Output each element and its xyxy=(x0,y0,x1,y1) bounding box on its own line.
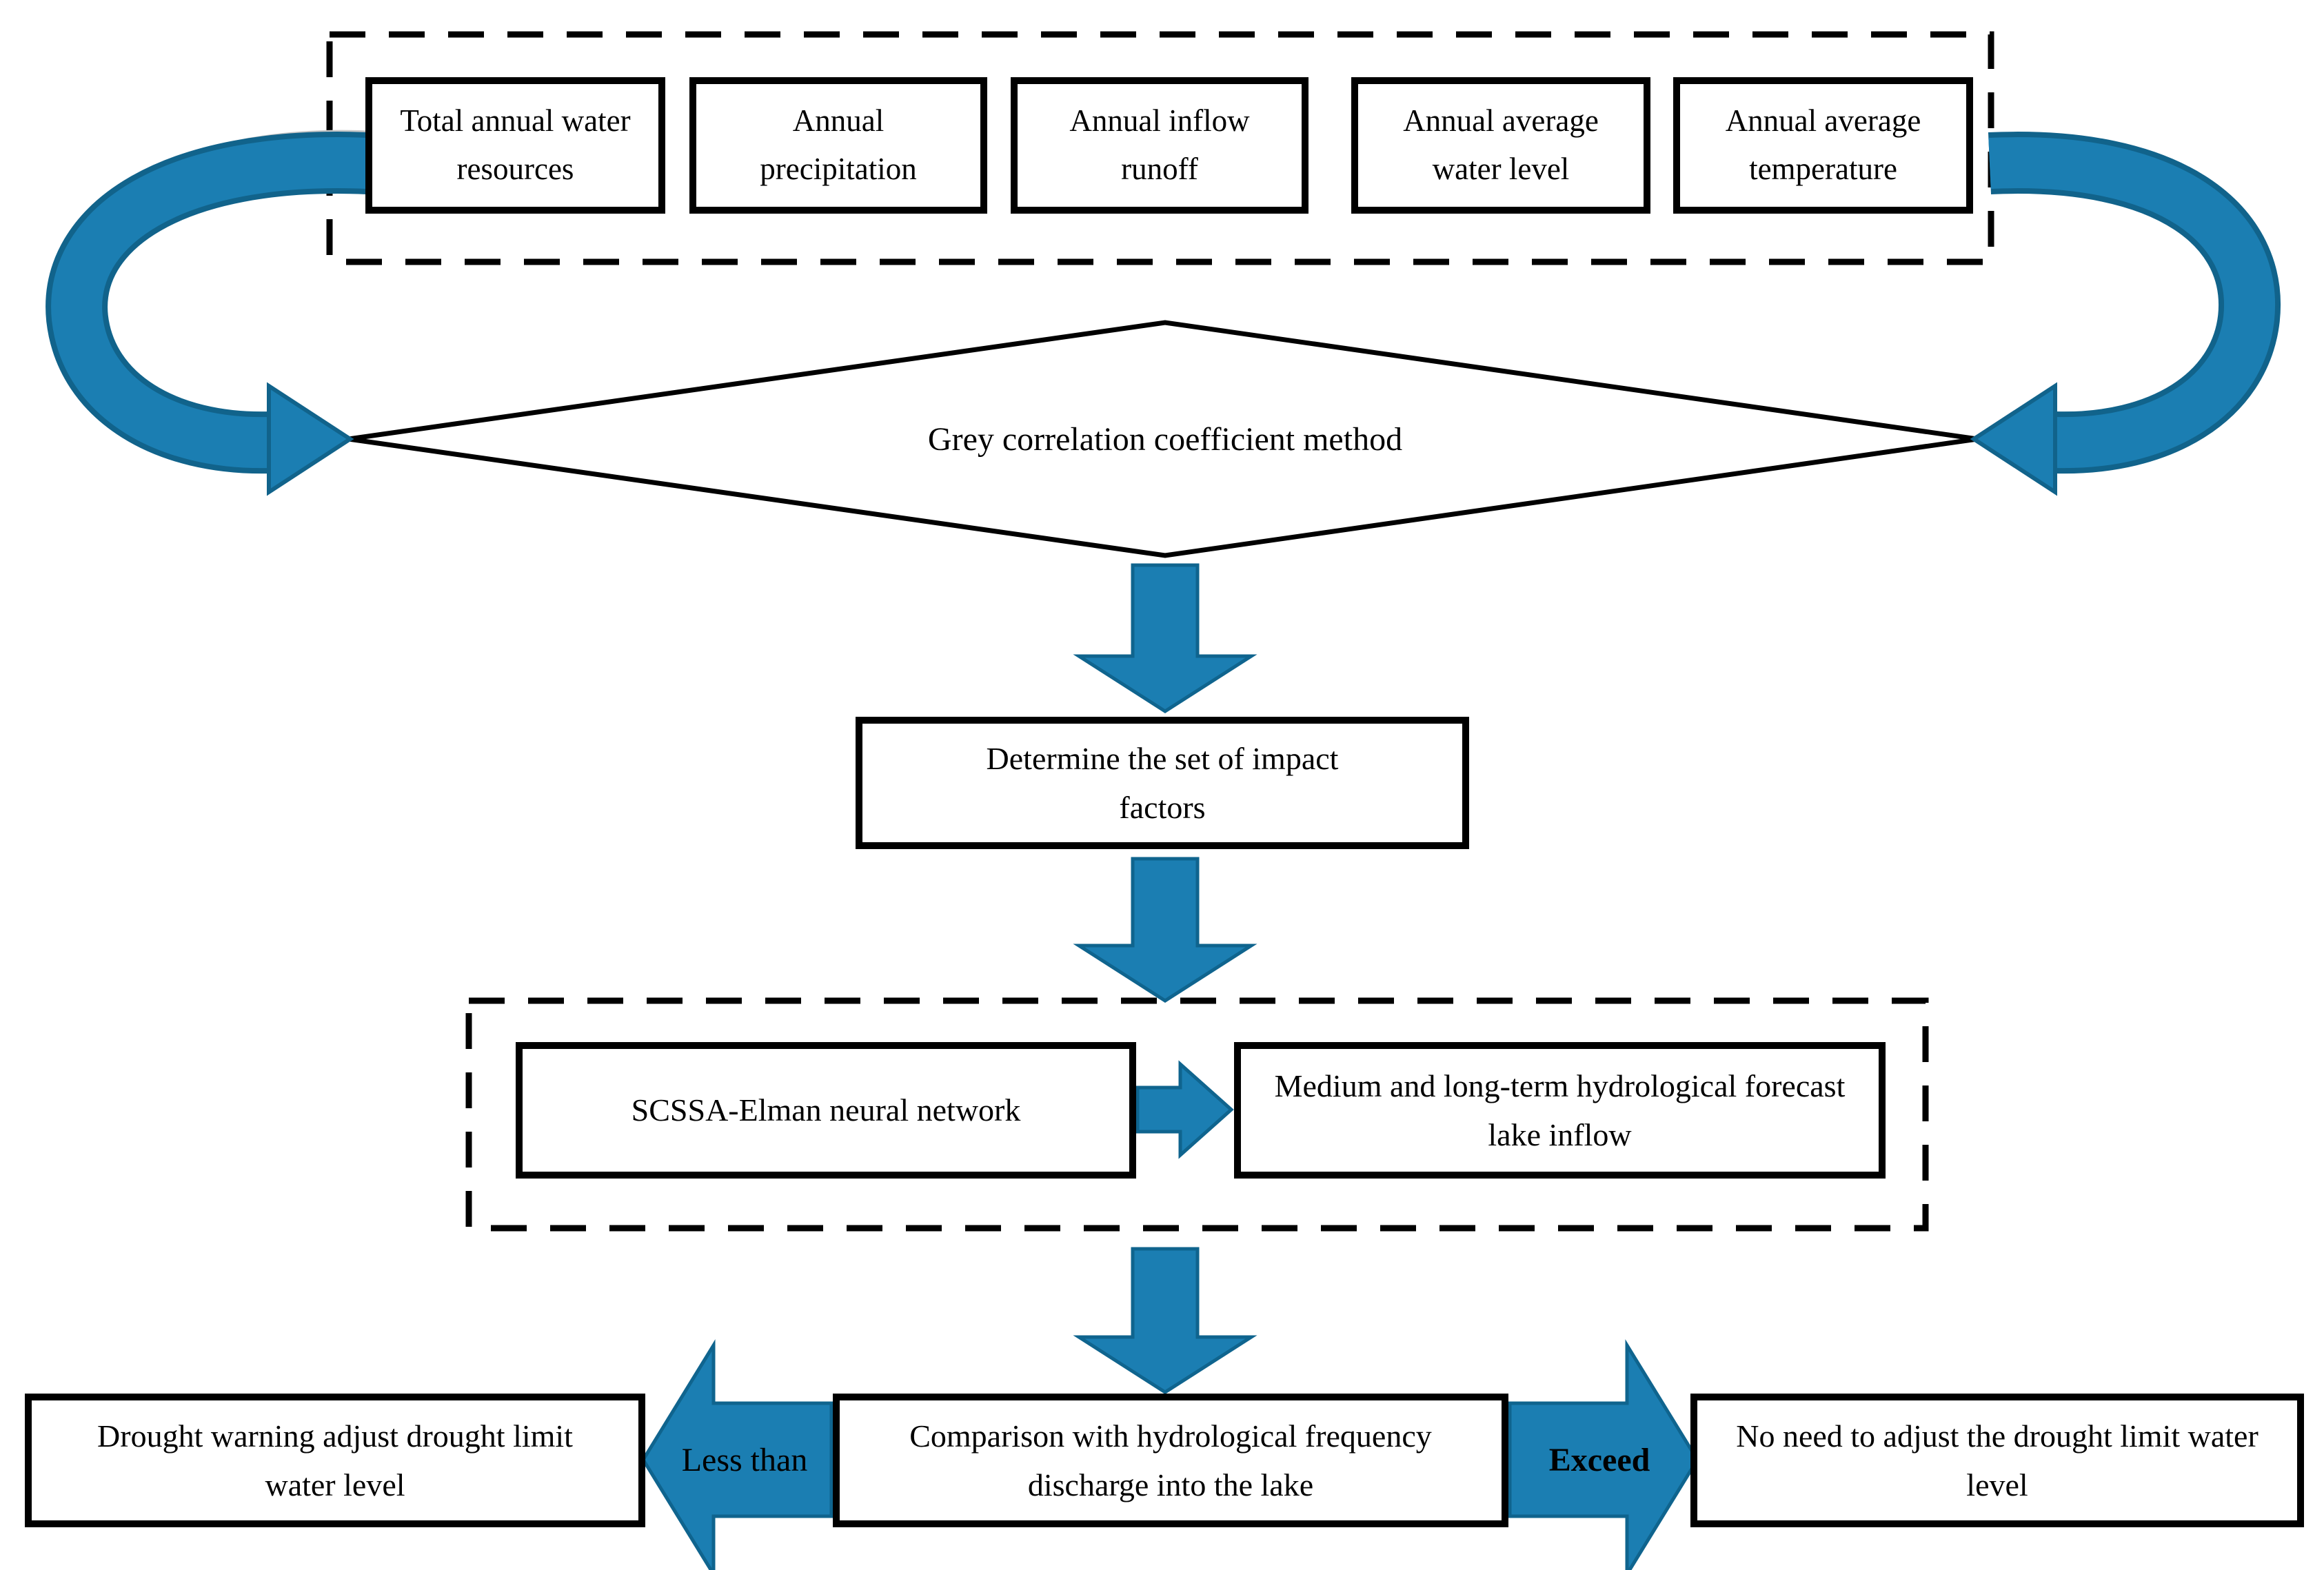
scssa-elman-model-box: SCSSA-Elman neural network xyxy=(516,1042,1136,1179)
hydrological-forecast-box: Medium and long-term hydrological foreca… xyxy=(1234,1042,1886,1179)
right-curve-arrow-band xyxy=(1988,137,2276,469)
factor-box-total-annual-water-resources: Total annual water resources xyxy=(365,77,665,214)
factor-label: Annual average water level xyxy=(1403,103,1599,186)
down-arrow-3 xyxy=(1073,1247,1257,1394)
comparison-box: Comparison with hydrological frequency d… xyxy=(833,1394,1508,1527)
determine-impact-factors-box: Determine the set of impact factors xyxy=(856,717,1469,849)
drought-warning-result-box: Drought warning adjust drought limit wat… xyxy=(25,1394,645,1527)
factor-box-annual-precipitation: Annual precipitation xyxy=(689,77,987,214)
model-to-forecast-arrow xyxy=(1135,1060,1234,1159)
less-than-branch-arrow xyxy=(641,1339,833,1570)
method-diamond-label: Grey correlation coefficient method xyxy=(927,420,1403,458)
factor-label: Annual average temperature xyxy=(1725,103,1921,186)
model-dashed-container xyxy=(465,997,1929,1232)
right-curve-arrow xyxy=(1970,132,2281,496)
factor-box-annual-inflow-runoff: Annual inflow runoff xyxy=(1011,77,1308,214)
factors-dashed-container xyxy=(326,31,1994,265)
exceed-branch-arrow xyxy=(1508,1339,1699,1570)
right-curve-arrowhead xyxy=(1970,382,2057,496)
left-curve-arrow-band xyxy=(51,137,369,469)
factor-box-annual-average-water-level: Annual average water level xyxy=(1351,77,1650,214)
factor-box-annual-average-temperature: Annual average temperature xyxy=(1673,77,1973,214)
down-arrow-1 xyxy=(1073,563,1257,713)
factor-label: Total annual water resources xyxy=(400,103,631,186)
down-arrow-2 xyxy=(1073,857,1257,1003)
exceed-branch-label: Exceed xyxy=(1548,1441,1650,1478)
less-than-branch-label: Less than xyxy=(681,1441,808,1478)
factor-label: Annual precipitation xyxy=(760,103,917,186)
no-adjustment-result-box: No need to adjust the drought limit wate… xyxy=(1690,1394,2304,1527)
left-curve-arrow xyxy=(46,130,372,496)
factor-label: Annual inflow runoff xyxy=(1069,103,1250,186)
left-curve-arrowhead xyxy=(267,382,354,496)
